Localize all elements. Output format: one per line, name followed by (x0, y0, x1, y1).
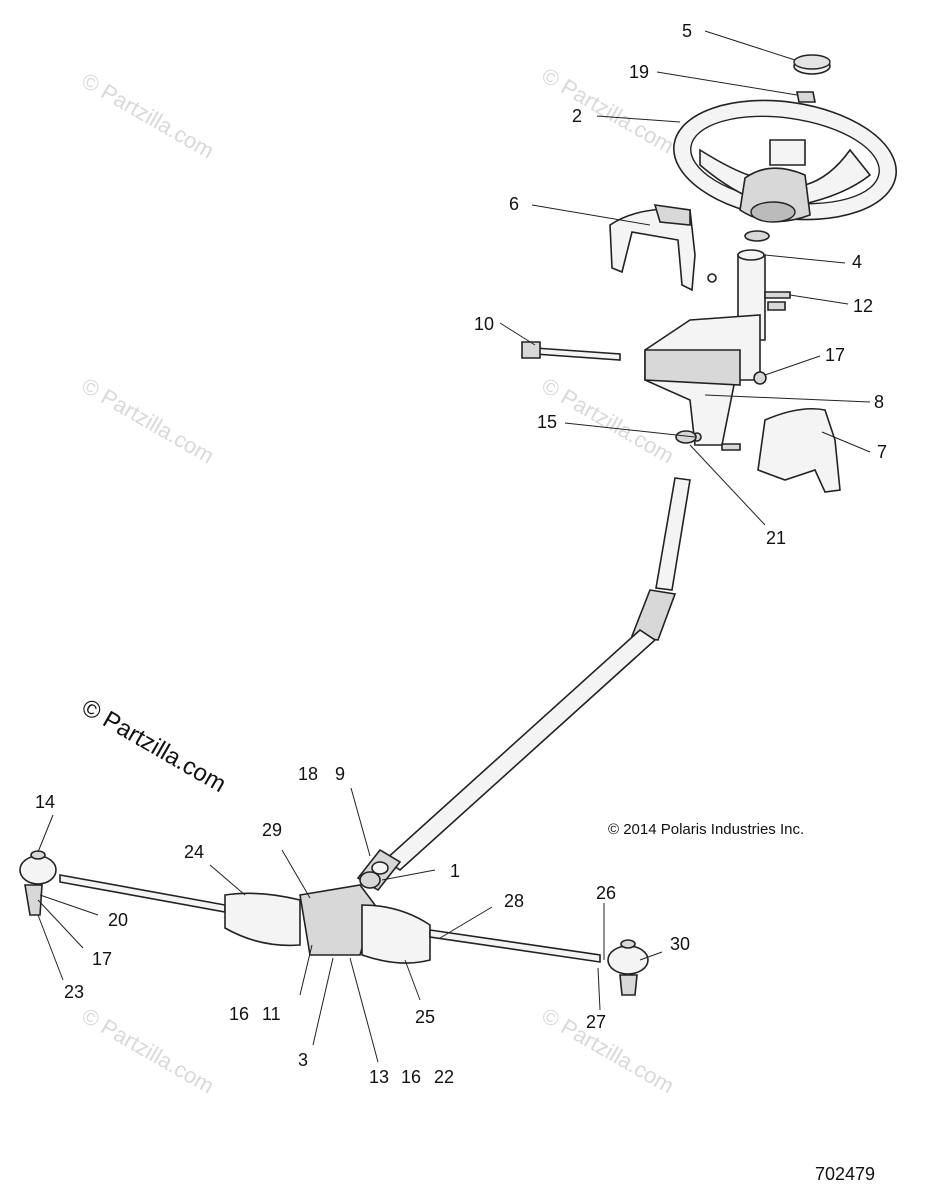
callout-2: 2 (572, 106, 582, 126)
lower-column-cover (757, 407, 841, 493)
callout-12: 12 (853, 296, 873, 316)
callout-23: 23 (64, 982, 84, 1002)
callout-27: 27 (586, 1012, 606, 1032)
watermark: © Partzilla.com (538, 373, 679, 469)
callout-9: 9 (335, 764, 345, 784)
callout-7: 7 (877, 442, 887, 462)
callout-26: 26 (596, 883, 616, 903)
callout-13: 13 (369, 1067, 389, 1087)
callout-8: 8 (874, 392, 884, 412)
callout-16-left: 16 (229, 1004, 249, 1024)
callout-17-upper: 17 (825, 345, 845, 365)
callout-17-lower: 17 (92, 949, 112, 969)
callout-3: 3 (298, 1050, 308, 1070)
callout-28: 28 (504, 891, 524, 911)
leader-lines (37, 30, 871, 1063)
watermark: © Partzilla.com (538, 1003, 679, 1099)
copyright-notice: © 2014 Polaris Industries Inc. (608, 821, 804, 838)
steering-rack (59, 861, 601, 964)
callout-11: 11 (262, 1004, 281, 1024)
callout-labels: 5 19 2 6 4 12 10 17 8 15 7 21 18 9 1 14 … (35, 21, 887, 1087)
callout-4: 4 (852, 252, 862, 272)
watermark: © Partzilla.com (78, 373, 219, 469)
callout-30: 30 (670, 934, 690, 954)
nut-17 (753, 371, 767, 385)
callout-20: 20 (108, 910, 128, 930)
steering-wheel (672, 99, 898, 223)
partzilla-watermark: © Partzilla.com (77, 694, 231, 798)
right-tie-rod-end (607, 939, 649, 996)
callout-1: 1 (450, 861, 460, 881)
watermark: © Partzilla.com (78, 68, 219, 164)
callout-10: 10 (474, 314, 494, 334)
callout-25: 25 (415, 1007, 435, 1027)
callout-29: 29 (262, 820, 282, 840)
callout-14: 14 (35, 792, 55, 812)
callout-15: 15 (537, 412, 557, 432)
steering-column (644, 230, 770, 446)
callout-5: 5 (682, 21, 692, 41)
callout-18: 18 (298, 764, 318, 784)
watermark: © Partzilla.com (538, 63, 679, 159)
column-bushing (675, 430, 697, 444)
left-tie-rod-end (19, 850, 57, 916)
diagram-id: 702479 (815, 1164, 875, 1184)
pivot-bolt (534, 347, 621, 361)
watermark: © Partzilla.com (78, 1003, 219, 1099)
callout-6: 6 (509, 194, 519, 214)
callout-19: 19 (629, 62, 649, 82)
callout-24: 24 (184, 842, 204, 862)
callout-16-right: 16 (401, 1067, 421, 1087)
callout-22: 22 (434, 1067, 454, 1087)
callout-21: 21 (766, 528, 786, 548)
wheel-nut (796, 91, 816, 103)
